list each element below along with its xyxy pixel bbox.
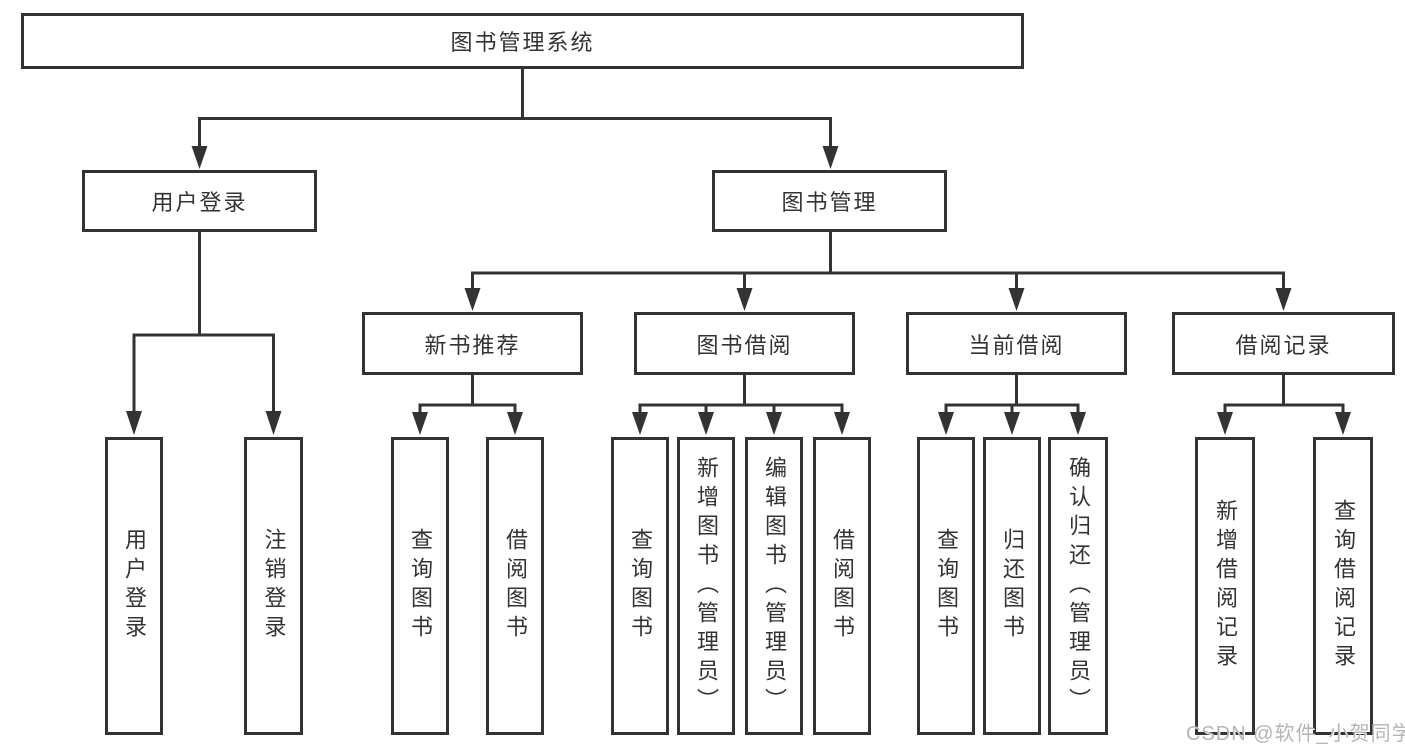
leaf-query-borrow-record: 查询借阅记录	[1313, 437, 1373, 735]
leaf-add-books-admin-label: 新增图书（管理员）	[694, 455, 719, 717]
node-current-borrow: 当前借阅	[906, 312, 1127, 375]
node-user-login-label: 用户登录	[151, 190, 248, 215]
leaf-add-books-admin: 新增图书（管理员）	[677, 437, 735, 735]
leaf-query-books-3-label: 查询图书	[934, 528, 959, 644]
leaf-query-books-3: 查询图书	[917, 437, 975, 735]
leaf-borrow-books-2: 借阅图书	[813, 437, 871, 735]
connector-records-to-leaves	[1223, 375, 1345, 416]
leaf-query-books-1-label: 查询图书	[408, 528, 433, 644]
connector-currentborrow-to-leaves	[944, 375, 1080, 416]
node-new-book-recommend: 新书推荐	[362, 312, 583, 375]
leaf-user-login: 用户登录	[105, 437, 163, 735]
leaf-user-login-label: 用户登录	[122, 528, 147, 644]
connector-root-to-level2	[198, 69, 832, 150]
node-borrow-records: 借阅记录	[1172, 312, 1395, 375]
leaf-return-books-label: 归还图书	[1000, 528, 1025, 644]
leaf-query-books-1: 查询图书	[391, 437, 449, 735]
arrowheads	[126, 146, 1351, 435]
node-book-borrow: 图书借阅	[634, 312, 855, 375]
leaf-borrow-books-1: 借阅图书	[486, 437, 544, 735]
connector-userlogin-to-leaves	[132, 232, 275, 415]
leaf-edit-books-admin: 编辑图书（管理员）	[745, 437, 803, 735]
leaf-add-borrow-record: 新增借阅记录	[1195, 437, 1255, 735]
csdn-watermark: CSDN @软件_小贺同学	[1186, 723, 1405, 745]
node-book-management: 图书管理	[712, 170, 947, 232]
leaf-borrow-books-2-label: 借阅图书	[830, 528, 855, 644]
node-borrow-records-label: 借阅记录	[1235, 332, 1332, 358]
node-user-login: 用户登录	[82, 170, 317, 232]
leaf-logout-label: 注销登录	[261, 528, 287, 644]
node-current-borrow-label: 当前借阅	[968, 332, 1065, 358]
connector-newbook-to-leaves	[418, 375, 517, 416]
leaf-edit-books-admin-label: 编辑图书（管理员）	[762, 455, 787, 717]
node-book-borrow-label: 图书借阅	[696, 332, 793, 358]
connector-bookmgmt-to-level3	[471, 232, 1285, 292]
node-root-label: 图书管理系统	[450, 30, 595, 55]
node-root: 图书管理系统	[21, 13, 1024, 69]
leaf-borrow-books-1-label: 借阅图书	[503, 528, 528, 644]
leaf-query-books-2: 查询图书	[611, 437, 669, 735]
leaf-query-borrow-record-label: 查询借阅记录	[1331, 499, 1356, 673]
node-book-management-label: 图书管理	[781, 190, 878, 215]
leaf-add-borrow-record-label: 新增借阅记录	[1213, 499, 1238, 673]
leaf-query-books-2-label: 查询图书	[628, 528, 653, 644]
leaf-confirm-return-admin: 确认归还（管理员）	[1048, 437, 1108, 735]
connector-bookborrow-to-leaves	[638, 375, 844, 416]
leaf-logout: 注销登录	[244, 437, 303, 735]
leaf-confirm-return-admin-label: 确认归还（管理员）	[1066, 455, 1091, 717]
leaf-return-books: 归还图书	[983, 437, 1041, 735]
node-new-book-recommend-label: 新书推荐	[424, 332, 521, 358]
